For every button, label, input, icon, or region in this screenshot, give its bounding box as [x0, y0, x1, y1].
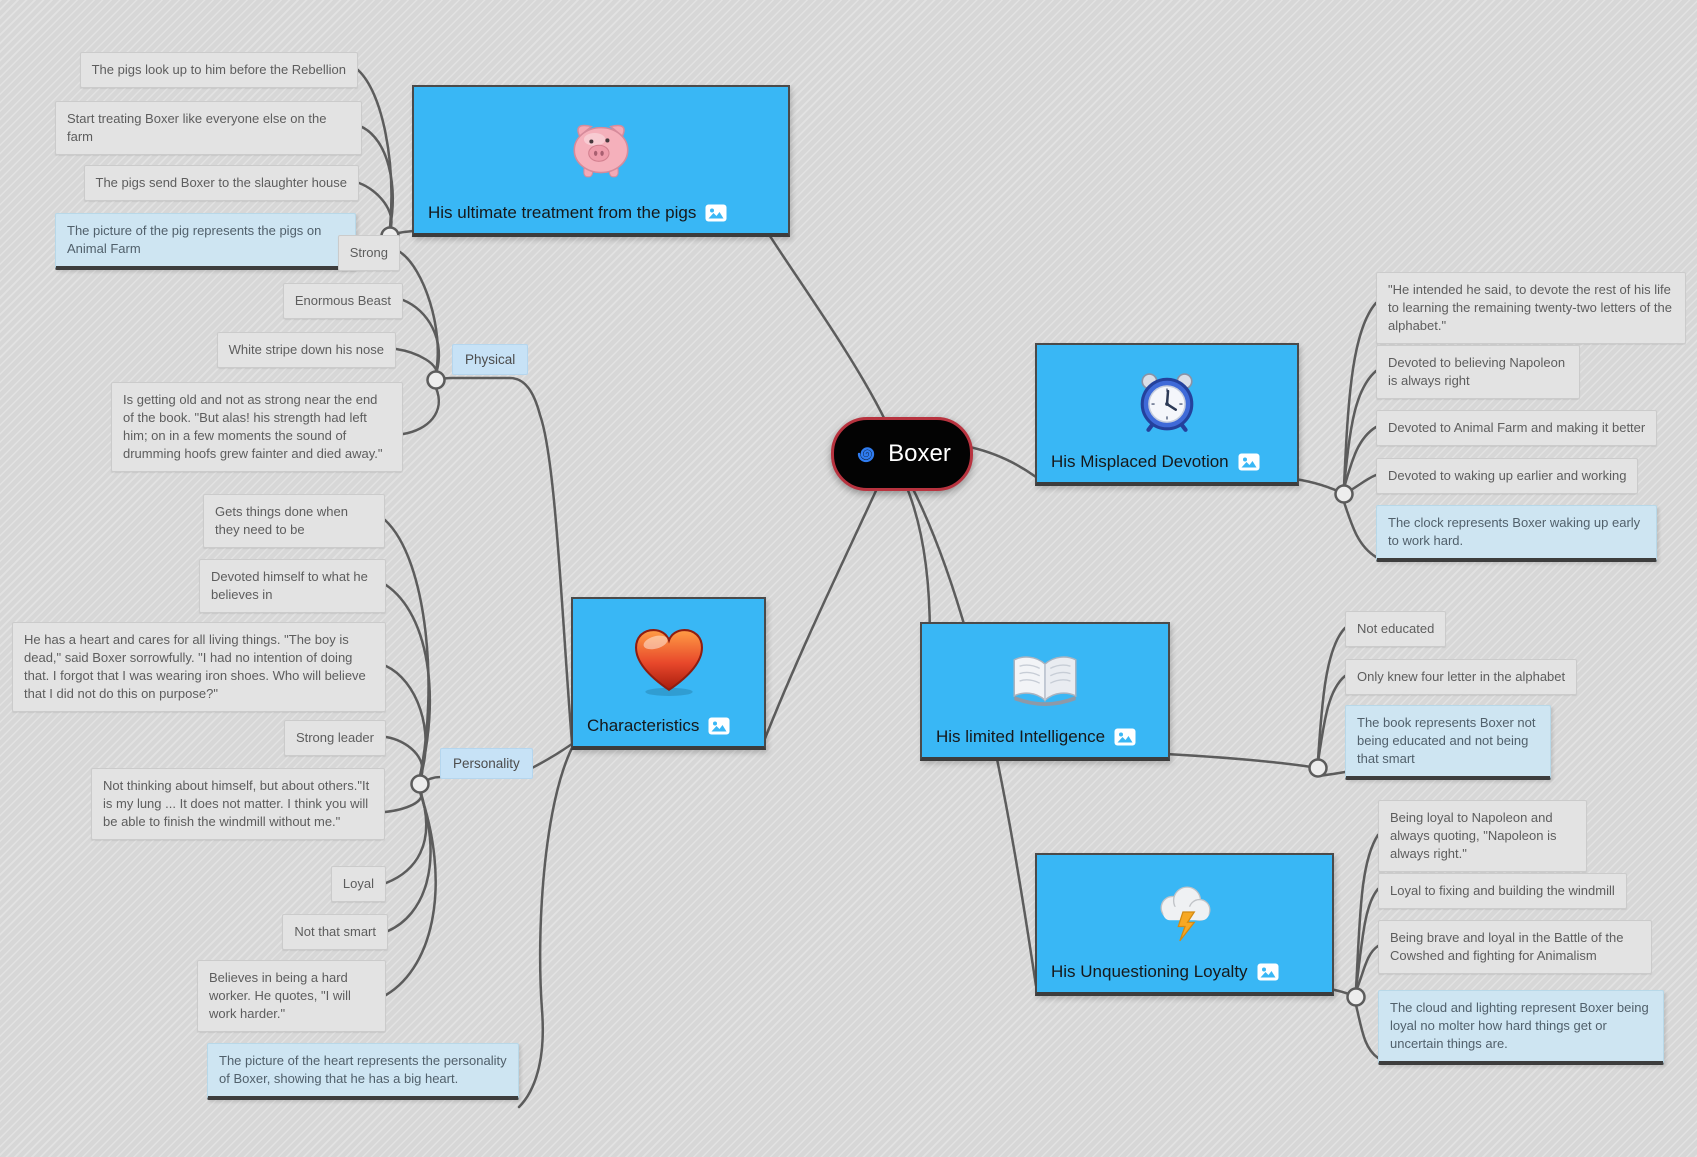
- node-loyal[interactable]: Loyal: [330, 866, 386, 902]
- node-cloud-note[interactable]: The cloud and lighting represent Boxer b…: [1378, 990, 1664, 1065]
- label-physical[interactable]: Physical: [452, 344, 529, 375]
- node-heart-picture-note[interactable]: The picture of the heart represents the …: [207, 1043, 519, 1100]
- section-title-devotion: His Misplaced Devotion: [1051, 452, 1229, 471]
- root-label: Boxer: [888, 440, 951, 467]
- node-clock-note[interactable]: The clock represents Boxer waking up ear…: [1376, 505, 1657, 562]
- alarm-clock-icon: [1037, 345, 1297, 452]
- section-title-characteristics: Characteristics: [587, 716, 700, 735]
- node-not-thinking-of-himself[interactable]: Not thinking about himself, but about ot…: [91, 768, 385, 840]
- node-not-that-smart[interactable]: Not that smart: [282, 914, 388, 950]
- image-badge-icon[interactable]: [1257, 963, 1279, 981]
- section-title-pigs: His ultimate treatment from the pigs: [428, 203, 697, 222]
- section-title-intelligence: His limited Intelligence: [936, 727, 1106, 746]
- section-limited-intelligence[interactable]: His limited Intelligence: [920, 622, 1170, 761]
- node-loyal-windmill[interactable]: Loyal to fixing and building the windmil…: [1378, 873, 1627, 909]
- image-badge-icon[interactable]: [705, 204, 727, 222]
- node-strong-leader[interactable]: Strong leader: [283, 720, 386, 756]
- node-pig-picture-note[interactable]: The picture of the pig represents the pi…: [55, 213, 356, 270]
- node-enormous-beast[interactable]: Enormous Beast: [282, 283, 403, 319]
- section-title-loyalty: His Unquestioning Loyalty: [1051, 962, 1248, 981]
- branch-curves: [354, 68, 1380, 1109]
- node-treat-like-everyone[interactable]: Start treating Boxer like everyone else …: [55, 101, 362, 155]
- node-white-stripe[interactable]: White stripe down his nose: [216, 332, 396, 368]
- node-has-a-heart-quote[interactable]: He has a heart and cares for all living …: [12, 622, 386, 712]
- section-pigs-treatment[interactable]: His ultimate treatment from the pigs: [412, 85, 790, 237]
- node-not-educated[interactable]: Not educated: [1345, 611, 1447, 647]
- coggle-spiral-icon: [853, 441, 879, 467]
- image-badge-icon[interactable]: [1114, 728, 1136, 746]
- node-gets-things-done[interactable]: Gets things done when they need to be: [203, 494, 385, 548]
- node-four-letters[interactable]: Only knew four letter in the alphabet: [1345, 659, 1578, 695]
- label-personality[interactable]: Personality: [440, 748, 533, 779]
- node-hard-worker[interactable]: Believes in being a hard worker. He quot…: [197, 960, 386, 1032]
- image-badge-icon[interactable]: [1238, 453, 1260, 471]
- node-alphabet-quote[interactable]: "He intended he said, to devote the rest…: [1376, 272, 1686, 344]
- node-slaughter-house[interactable]: The pigs send Boxer to the slaughter hou…: [83, 165, 359, 201]
- node-devoted-waking-early[interactable]: Devoted to waking up earlier and working: [1376, 458, 1639, 494]
- image-badge-icon[interactable]: [708, 717, 730, 735]
- node-loyal-to-napoleon[interactable]: Being loyal to Napoleon and always quoti…: [1378, 800, 1587, 872]
- heart-icon: [573, 599, 764, 716]
- node-strong[interactable]: Strong: [337, 235, 400, 271]
- section-misplaced-devotion[interactable]: His Misplaced Devotion: [1035, 343, 1299, 486]
- open-book-icon: [922, 624, 1168, 727]
- root-node-boxer[interactable]: Boxer: [831, 417, 973, 491]
- node-getting-old-quote[interactable]: Is getting old and not as strong near th…: [111, 382, 403, 472]
- storm-cloud-icon: [1037, 855, 1332, 962]
- section-unquestioning-loyalty[interactable]: His Unquestioning Loyalty: [1035, 853, 1334, 996]
- node-devoted-napoleon[interactable]: Devoted to believing Napoleon is always …: [1376, 345, 1580, 399]
- node-pigs-look-up[interactable]: The pigs look up to him before the Rebel…: [79, 52, 358, 88]
- section-characteristics[interactable]: Characteristics: [571, 597, 766, 750]
- node-devoted-animal-farm[interactable]: Devoted to Animal Farm and making it bet…: [1376, 410, 1658, 446]
- node-devoted-himself[interactable]: Devoted himself to what he believes in: [199, 559, 386, 613]
- node-book-note[interactable]: The book represents Boxer not being educ…: [1345, 705, 1551, 780]
- pig-icon: [414, 87, 788, 203]
- node-brave-cowshed[interactable]: Being brave and loyal in the Battle of t…: [1378, 920, 1652, 974]
